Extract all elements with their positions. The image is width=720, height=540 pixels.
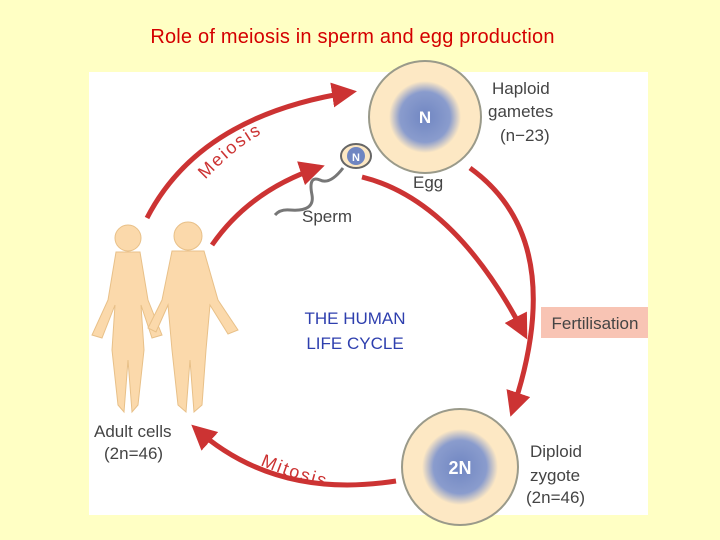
sperm-label: Sperm	[302, 207, 352, 226]
svg-text:LIFE CYCLE: LIFE CYCLE	[306, 334, 403, 353]
slide-title: Role of meiosis in sperm and egg product…	[150, 26, 555, 48]
svg-text:zygote: zygote	[530, 466, 580, 485]
egg-label: Egg	[413, 173, 443, 192]
fertilisation-arrow-2	[468, 165, 536, 417]
svg-text:THE HUMAN: THE HUMAN	[304, 309, 405, 328]
fertilisation-arrow-1	[361, 174, 528, 340]
egg-nucleus-label: N	[419, 108, 431, 127]
fertilisation-label: Fertilisation	[552, 314, 639, 333]
svg-text:gametes: gametes	[488, 102, 553, 121]
svg-text:(2n=46): (2n=46)	[526, 488, 585, 507]
egg-cell: N	[368, 60, 482, 174]
fertilisation-box	[541, 307, 648, 338]
adult-cells-label: Adult cells (2n=46)	[94, 422, 171, 463]
sperm-cell: N	[273, 143, 372, 217]
svg-text:(2n=46): (2n=46)	[104, 444, 163, 463]
svg-text:Haploid: Haploid	[492, 79, 550, 98]
life-cycle-title: THE HUMAN LIFE CYCLE	[304, 309, 405, 353]
svg-text:Diploid: Diploid	[530, 442, 582, 461]
meiosis-inner-arrow	[209, 161, 325, 247]
svg-text:(n−23): (n−23)	[500, 126, 550, 145]
zygote-cell: 2N	[401, 408, 519, 526]
mitosis-arrow	[191, 424, 397, 488]
mitosis-label: Mitosis	[259, 450, 331, 491]
svg-text:Adult cells: Adult cells	[94, 422, 171, 441]
haploid-gametes-label: Haploid gametes (n−23)	[488, 79, 553, 145]
meiosis-outer-arrow	[144, 82, 357, 220]
adult-figures	[91, 221, 239, 414]
zygote-nucleus-label: 2N	[448, 458, 471, 478]
sperm-nucleus-label: N	[352, 152, 360, 164]
diploid-zygote-label: Diploid zygote (2n=46)	[526, 442, 585, 507]
